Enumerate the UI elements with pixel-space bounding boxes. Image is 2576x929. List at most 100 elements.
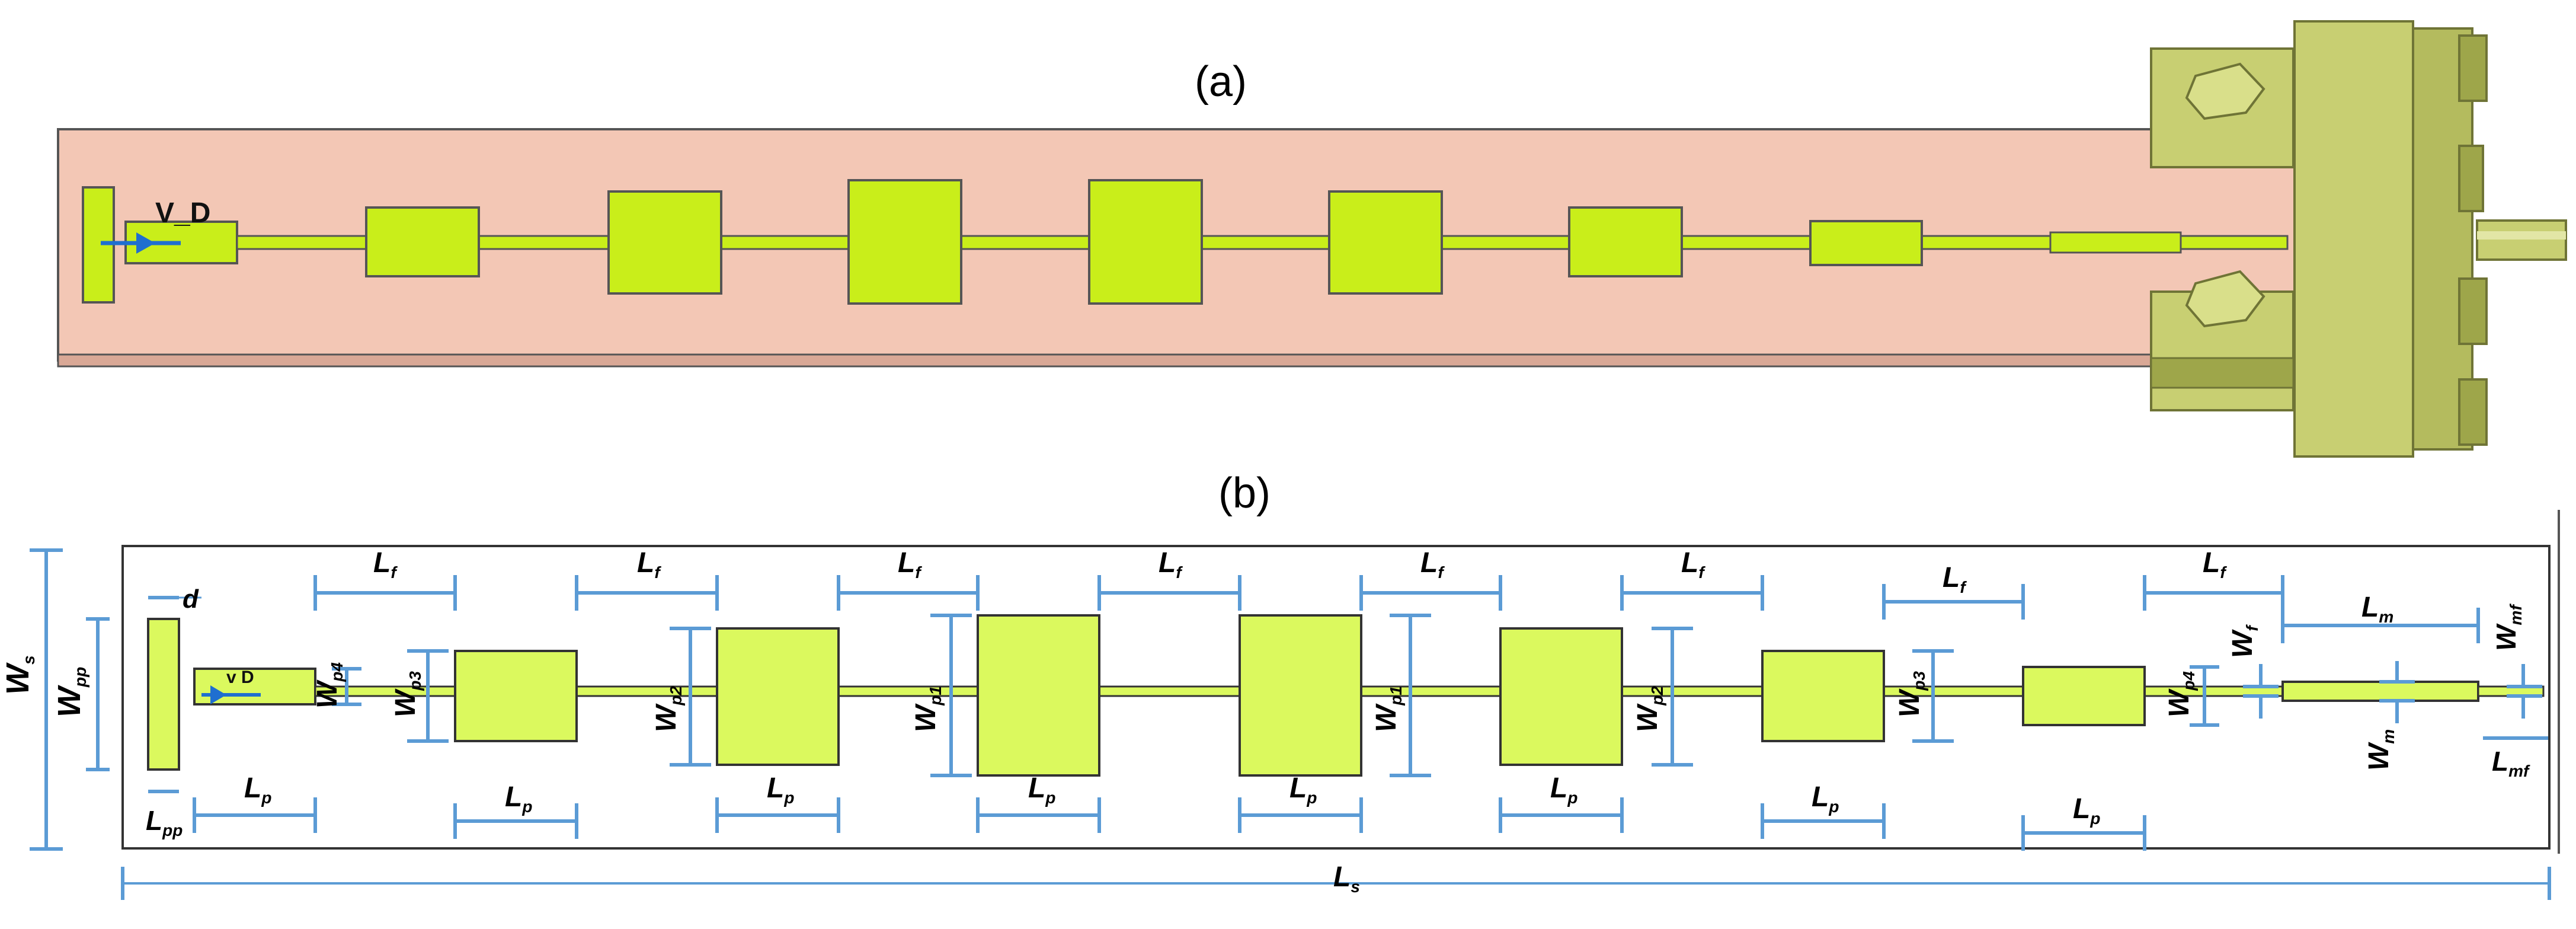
svg-text:Lf: Lf <box>373 547 398 582</box>
dimension-labels: Ws Wpp d Lpp Lf Lf Lf Lf Lf Lf Lf Lf Lp … <box>0 547 2530 896</box>
matching-section <box>2281 681 2479 702</box>
patch-4 <box>1239 614 1362 777</box>
label-lp-2: L <box>505 781 522 813</box>
svg-text:Lf: Lf <box>898 547 922 582</box>
feed-line-3d <box>236 235 2289 250</box>
label-ws-main: W <box>0 662 36 695</box>
label-wp4-2: W <box>2164 688 2195 717</box>
patch-1 <box>454 650 578 742</box>
svg-text:Wp2: Wp2 <box>651 686 685 732</box>
label-lp-3: L <box>767 772 784 804</box>
label-lf-2: L <box>637 547 654 579</box>
port-label: v D <box>226 668 254 687</box>
label-ws-sub: s <box>20 655 38 665</box>
matching-section-3d <box>2049 231 2182 254</box>
svg-text:Lp: Lp <box>1289 772 1317 807</box>
svg-text:Wp2: Wp2 <box>1632 686 1666 732</box>
svg-text:Wmf: Wmf <box>2491 604 2525 651</box>
svg-text:Lp: Lp <box>244 772 271 807</box>
patch-3d-1 <box>365 206 480 277</box>
svg-text:Wp1: Wp1 <box>1371 686 1405 732</box>
label-lp-5: L <box>1289 772 1307 804</box>
label-wp3-2: W <box>1894 688 1925 717</box>
label-lmf: L <box>2492 746 2508 777</box>
label-d: d <box>183 585 199 614</box>
panel-a-label: (a) <box>1195 58 1247 106</box>
svg-text:Lf: Lf <box>1420 547 1445 582</box>
label-wmf: W <box>2491 623 2521 651</box>
svg-text:Wp4: Wp4 <box>2164 671 2198 717</box>
label-wpp-main: W <box>52 685 87 717</box>
label-wf: W <box>2227 629 2258 658</box>
label-lf-1: L <box>373 547 391 579</box>
svg-text:Lp: Lp <box>1028 772 1055 807</box>
svg-text:Wp3: Wp3 <box>1894 671 1928 717</box>
svg-text:Lm: Lm <box>2361 592 2393 626</box>
label-lpp-main: L <box>146 805 162 836</box>
port-arrow <box>210 685 226 704</box>
svg-text:Ws: Ws <box>0 655 38 695</box>
label-wp2-1: W <box>651 703 682 732</box>
label-lf-3: L <box>898 547 915 579</box>
label-lf-5: L <box>1420 547 1438 579</box>
svg-text:Lp: Lp <box>1812 781 1839 816</box>
patch-5 <box>1499 627 1623 766</box>
label-wpp-sub: pp <box>71 667 89 688</box>
label-lf-7: L <box>1943 562 1960 593</box>
label-lf-4: L <box>1159 547 1176 579</box>
svg-text:Lpp: Lpp <box>146 805 183 839</box>
patch-3 <box>977 614 1100 777</box>
svg-text:Lf: Lf <box>1159 547 1183 582</box>
patch-3d-2 <box>607 190 722 295</box>
svg-text:Lf: Lf <box>1943 562 1967 596</box>
svg-text:Ls: Ls <box>1333 861 1360 896</box>
svg-text:Lp: Lp <box>505 781 532 816</box>
patch-6 <box>1761 650 1885 742</box>
svg-text:Lf: Lf <box>1681 547 1705 582</box>
label-wp1-1: W <box>910 703 942 732</box>
svg-text:Wm: Wm <box>2363 729 2398 771</box>
label-lp-7: L <box>1812 781 1829 813</box>
patch-2 <box>716 627 840 766</box>
label-lp-4: L <box>1028 772 1045 804</box>
patch-3d-5 <box>1328 190 1443 295</box>
label-lpp-sub: pp <box>162 821 183 839</box>
label-wp4-1: W <box>312 679 343 708</box>
port-arrow-3d <box>136 232 155 254</box>
panel-b-label: (b) <box>1218 470 1271 517</box>
port-label-3d: V_D <box>155 197 210 229</box>
dimension-lines <box>30 548 2551 900</box>
svg-text:Wf: Wf <box>2227 624 2261 658</box>
label-lm: L <box>2361 592 2379 623</box>
svg-text:Lp: Lp <box>767 772 794 807</box>
panel-b: (b) v D <box>0 470 2560 900</box>
parasitic-patch <box>147 618 180 771</box>
svg-text:Lf: Lf <box>637 547 661 582</box>
patch-3d-6 <box>1568 206 1683 277</box>
label-lf-8: L <box>2203 547 2220 579</box>
label-lp-6: L <box>1550 772 1567 804</box>
svg-text:Wp1: Wp1 <box>910 686 945 732</box>
patch-3d-3 <box>847 179 962 305</box>
substrate-edge <box>57 353 2305 368</box>
panel-a: (a) V_D <box>57 20 2567 458</box>
label-wm: W <box>2363 742 2395 771</box>
patch-3d-4 <box>1088 179 1203 305</box>
label-wp2-2: W <box>1632 703 1663 732</box>
svg-text:Lf: Lf <box>2203 547 2227 582</box>
svg-text:Wp4: Wp4 <box>312 662 346 708</box>
svg-text:Wpp: Wpp <box>52 667 89 717</box>
sma-connector <box>2150 20 2567 458</box>
label-ls: L <box>1333 861 1351 893</box>
feed-line <box>314 685 2545 697</box>
label-lf-6: L <box>1681 547 1698 579</box>
svg-text:Lp: Lp <box>2073 793 2100 828</box>
label-wp1-2: W <box>1371 703 1402 732</box>
label-wp3-1: W <box>390 688 421 717</box>
patch-3d-7 <box>1809 220 1923 266</box>
patch-7 <box>2022 666 2146 726</box>
svg-text:Wp3: Wp3 <box>390 671 424 717</box>
label-lp-8: L <box>2073 793 2090 825</box>
svg-text:Lmf: Lmf <box>2492 746 2530 780</box>
